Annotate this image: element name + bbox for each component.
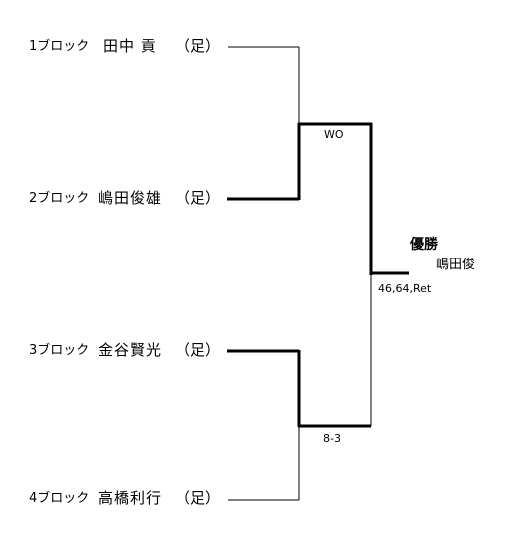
player-4-name: 高橋利行 [98,489,163,507]
player-3-school: （足） [175,341,221,359]
score-semi-top: WO [324,128,344,141]
player-2-school: （足） [175,189,221,207]
player-1-school: （足） [175,37,221,55]
player-2-name: 嶋田俊雄 [98,189,163,207]
score-semi-bottom: 8-3 [323,432,341,445]
player-1-name: 田中 貢 [103,37,157,55]
player-1-block: 1ブロック [29,39,90,54]
player-4-school: （足） [175,489,221,507]
player-3-block: 3ブロック [29,343,90,358]
winner-title: 優勝 [410,237,438,253]
score-final: 46,64,Ret [378,282,432,295]
winner-name: 嶋田俊 [436,258,476,271]
player-3-name: 金谷賢光 [98,341,163,359]
player-2-block: 2ブロック [29,191,90,206]
player-4-block: 4ブロック [29,491,90,506]
